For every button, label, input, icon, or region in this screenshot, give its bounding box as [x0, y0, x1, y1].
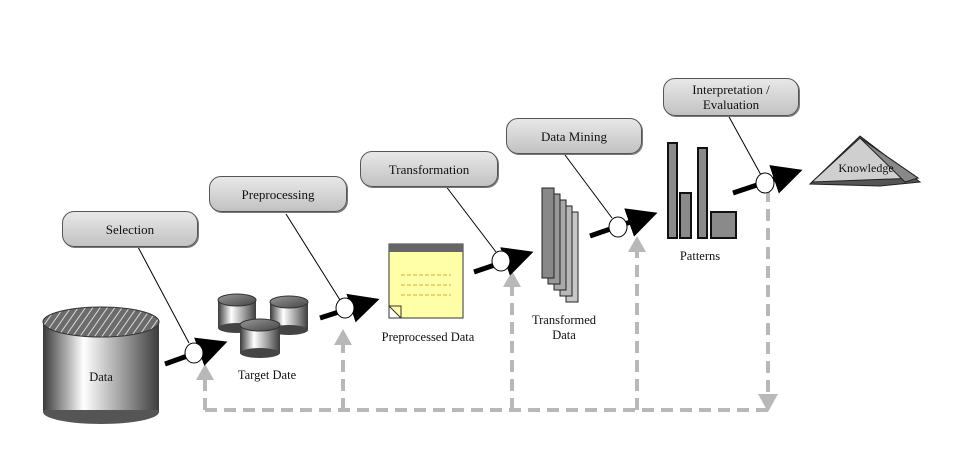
feedback-arrowhead-transformation	[503, 271, 521, 287]
feedback-loop	[203, 190, 770, 412]
node-patterns-label: Patterns	[679, 249, 721, 263]
stage-preprocessing-box: Preprocessing	[209, 176, 347, 212]
node-data-label: Data	[89, 370, 113, 384]
junction-circles	[184, 172, 775, 364]
stage-transformation-box: Transformation	[360, 151, 498, 187]
stage-interpretation-label-line2: Evaluation	[702, 97, 760, 112]
stage-connectors	[137, 114, 762, 344]
node-preprocessed-label: Preprocessed Data	[381, 330, 475, 344]
node-transformed-label-line1: Transformed	[531, 313, 597, 327]
stage-data-mining-box: Data Mining	[506, 118, 642, 154]
node-knowledge-label: Knowledge	[838, 161, 894, 175]
stage-preprocessing-label: Preprocessing	[241, 186, 315, 202]
stage-selection-label: Selection	[105, 221, 155, 237]
stage-interpretation-label-line1: Interpretation /	[692, 82, 770, 97]
feedback-arrowhead-preprocessing	[334, 329, 352, 345]
feedback-arrowhead-down	[758, 394, 778, 412]
data-cylinder-icon	[42, 306, 160, 424]
node-transformed-label: Transformed Data	[526, 313, 602, 343]
node-transformed-label-line2: Data	[552, 328, 576, 342]
stage-data-mining-label: Data Mining	[540, 128, 608, 144]
transformed-data-sheets-icon	[541, 187, 579, 303]
feedback-arrowheads	[196, 236, 778, 412]
stage-interpretation-box: Interpretation / Evaluation	[663, 78, 799, 116]
stage-selection-box: Selection	[62, 211, 198, 247]
feedback-arrowhead-data-mining	[628, 236, 646, 252]
knowledge-pyramid-icon	[808, 135, 922, 187]
node-target-label: Target Date	[237, 368, 297, 382]
feedback-arrowhead-selection	[196, 364, 214, 380]
junction-selection	[184, 342, 204, 364]
patterns-bars-icon	[667, 142, 737, 239]
junction-transformation	[491, 250, 511, 272]
stage-transformation-label: Transformation	[388, 161, 470, 177]
junction-interpretation	[755, 172, 775, 194]
target-data-cylinders-icon	[217, 293, 309, 358]
junction-preprocessing	[335, 297, 355, 319]
preprocessed-data-note-icon	[388, 243, 464, 319]
junction-data-mining	[608, 216, 628, 238]
